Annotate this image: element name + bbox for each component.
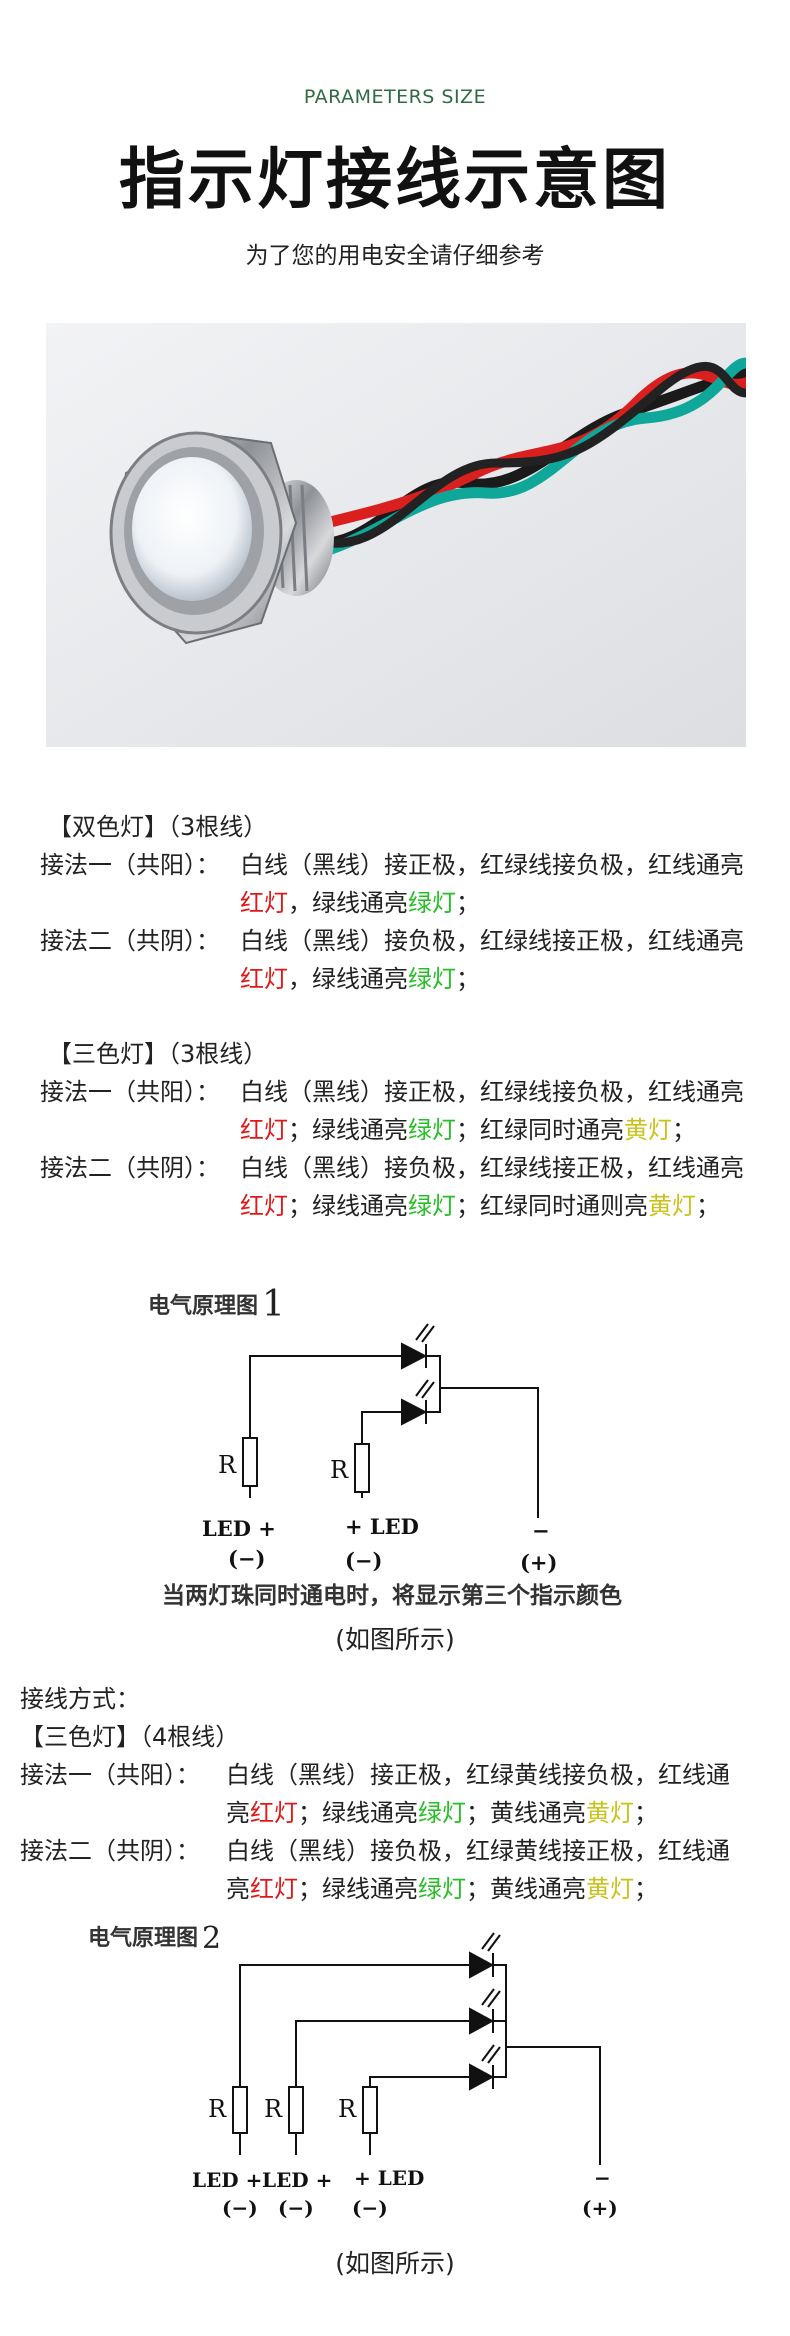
diagram1-caption: (如图所示) <box>335 1625 455 1654</box>
circuit-diagram-2: 电气原理图 2 R R R LED + (−) LED + (−) + LED … <box>88 1921 618 2220</box>
dual-method1-text: 白线（黑线）接正极，红绿线接负极，红线通亮 <box>240 851 744 879</box>
page-subtitle: 为了您的用电安全请仔细参考 <box>245 243 545 269</box>
dual-method2-mid: ，绿线通亮 <box>288 965 408 993</box>
tri3-method2-mid1: ；绿线通亮 <box>288 1192 408 1220</box>
diagram2-title: 电气原理图 <box>88 1925 198 1951</box>
tri3-method1-end: ； <box>672 1116 696 1144</box>
green-light-label: 绿灯 <box>408 1116 456 1144</box>
page-title: 指示灯接线示意图 <box>119 141 671 218</box>
diagram2-resistor-2: R <box>264 2095 283 2123</box>
dual-method2-text: 白线（黑线）接负极，红绿线接正极，红线通亮 <box>240 927 744 955</box>
red-light-label: 红灯 <box>250 1875 298 1903</box>
yellow-light-label: 黄灯 <box>648 1192 696 1220</box>
red-light-label: 红灯 <box>240 965 288 993</box>
dual-method1-mid: ，绿线通亮 <box>288 889 408 917</box>
diagram2-resistor-1: R <box>208 2095 227 2123</box>
tri3-method1-text: 白线（黑线）接正极，红绿线接负极，红线通亮 <box>240 1078 744 1106</box>
red-light-label: 红灯 <box>240 1192 288 1220</box>
dual-method1-label: 接法一（共阳）： <box>40 851 220 879</box>
diagram2-terminal-1-sign: (−) <box>222 2196 258 2220</box>
dual-method1-line2: 红灯，绿线通亮绿灯； <box>240 884 480 922</box>
tri4-method1-cont: 亮 <box>226 1799 250 1827</box>
tri4-intro: 接线方式： <box>20 1685 140 1713</box>
tri3-method2-label: 接法二（共阴）： <box>40 1154 220 1182</box>
red-light-label: 红灯 <box>250 1799 298 1827</box>
tri3-method1-mid1: ；绿线通亮 <box>288 1116 408 1144</box>
tri4-method1-end: ； <box>634 1799 658 1827</box>
diagram1-note: 当两灯珠同时通电时，将显示第三个指示颜色 <box>162 1582 622 1608</box>
tri3-method1-label: 接法一（共阳）： <box>40 1078 220 1106</box>
tri4-method1-line2: 亮红灯；绿线通亮绿灯；黄线通亮黄灯； <box>226 1794 658 1832</box>
tri3-method2-line2: 红灯；绿线通亮绿灯；红绿同时通则亮黄灯； <box>240 1187 720 1225</box>
tri4-method2-end: ； <box>634 1875 658 1903</box>
tri3-method2-mid2: ；红绿同时通则亮 <box>456 1192 648 1220</box>
tri3-method2-text: 白线（黑线）接负极，红绿线接正极，红线通亮 <box>240 1154 744 1182</box>
tri4-method1-text: 白线（黑线）接正极，红绿黄线接负极，红线通 <box>226 1761 730 1789</box>
tri4-method1-mid1: ；绿线通亮 <box>298 1799 418 1827</box>
tri4-method2-mid1: ；绿线通亮 <box>298 1875 418 1903</box>
diagram1-resistor-1: R <box>218 1451 237 1479</box>
diagram2-terminal-1: LED + <box>192 2168 262 2192</box>
green-light-label: 绿灯 <box>418 1875 466 1903</box>
diagram1-terminal-2-sign: (−) <box>345 1548 382 1573</box>
diagram2-resistor-3: R <box>338 2095 357 2123</box>
green-light-label: 绿灯 <box>408 1192 456 1220</box>
tri4-method2-cont: 亮 <box>226 1875 250 1903</box>
green-light-label: 绿灯 <box>418 1799 466 1827</box>
product-photo <box>46 323 746 747</box>
tri4-method2-text: 白线（黑线）接负极，红绿黄线接正极，红线通 <box>226 1837 730 1865</box>
red-light-label: 红灯 <box>240 1116 288 1144</box>
yellow-light-label: 黄灯 <box>586 1799 634 1827</box>
diagram1-resistor-2: R <box>330 1456 349 1484</box>
diagram2-terminal-3: + LED <box>354 2166 424 2190</box>
tri3-method1-line2: 红灯；绿线通亮绿灯；红绿同时通亮黄灯； <box>240 1111 696 1149</box>
tri4-method2-line2: 亮红灯；绿线通亮绿灯；黄线通亮黄灯； <box>226 1870 658 1908</box>
tri4-method2-mid2: ；黄线通亮 <box>466 1875 586 1903</box>
red-light-label: 红灯 <box>240 889 288 917</box>
diagram2-terminal-4: − <box>594 2166 611 2190</box>
circuit-diagram-1: 电气原理图 1 R R LED + (−) + LED (−) − (+) 当两… <box>148 1284 622 1608</box>
diagram1-terminal-2: + LED <box>345 1514 419 1539</box>
dual-method2-end: ； <box>456 965 480 993</box>
tri3-heading: 【三色灯】（3根线） <box>48 1040 268 1068</box>
green-light-label: 绿灯 <box>408 965 456 993</box>
diagram2-terminal-4-sign: (+) <box>582 2196 618 2220</box>
diagram1-terminal-3: − <box>532 1518 550 1543</box>
dual-heading: 【双色灯】（3根线） <box>48 813 268 841</box>
diagram2-number: 2 <box>202 1921 221 1956</box>
dual-method2-label: 接法二（共阴）： <box>40 927 220 955</box>
diagram2-caption: (如图所示) <box>335 2249 455 2278</box>
diagram1-number: 1 <box>262 1284 285 1325</box>
dual-method1-end: ； <box>456 889 480 917</box>
tri3-method2-end: ； <box>696 1192 720 1220</box>
tri4-method1-label: 接法一（共阳）： <box>20 1761 200 1789</box>
diagram1-terminal-1: LED + <box>202 1516 276 1541</box>
tri4-method1-mid2: ；黄线通亮 <box>466 1799 586 1827</box>
tri4-method2-label: 接法二（共阴）： <box>20 1837 200 1865</box>
diagram2-terminal-3-sign: (−) <box>352 2196 388 2220</box>
dual-method2-line2: 红灯，绿线通亮绿灯； <box>240 960 480 998</box>
yellow-light-label: 黄灯 <box>624 1116 672 1144</box>
diagram1-terminal-1-sign: (−) <box>228 1546 265 1571</box>
yellow-light-label: 黄灯 <box>586 1875 634 1903</box>
diagram1-title: 电气原理图 <box>148 1293 258 1319</box>
tri4-heading: 【三色灯】（4根线） <box>20 1723 240 1751</box>
diagram2-terminal-2: LED + <box>262 2168 332 2192</box>
diagram1-terminal-3-sign: (+) <box>520 1550 557 1575</box>
eyebrow-label: PARAMETERS SIZE <box>303 86 487 108</box>
tri3-method1-mid2: ；红绿同时通亮 <box>456 1116 624 1144</box>
green-light-label: 绿灯 <box>408 889 456 917</box>
diagram2-terminal-2-sign: (−) <box>278 2196 314 2220</box>
